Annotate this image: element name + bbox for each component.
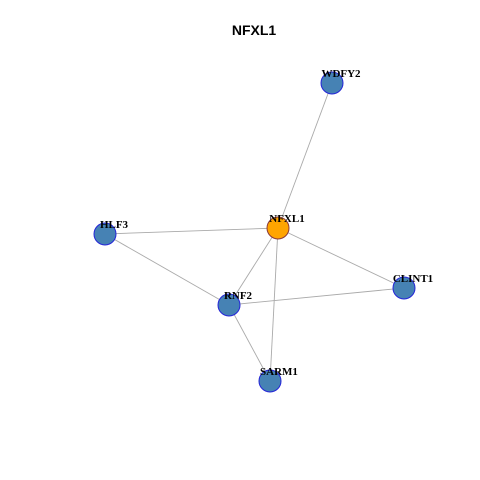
node-hlf3[interactable] [93,222,117,246]
node-label-wdfy2: WDFY2 [321,68,361,80]
node-rnf2[interactable] [217,293,241,317]
edge-rnf2-clint1 [228,287,405,306]
edge-nfxl1-sarm1 [269,227,279,382]
node-sarm1[interactable] [258,369,282,393]
node-clint1[interactable] [392,276,416,300]
diagram-title: NFXL1 [232,22,277,38]
node-label-sarm1: SARM1 [260,366,298,378]
node-label-rnf2: RNF2 [224,290,253,302]
nodes-layer [93,71,416,393]
edge-hlf3-rnf2 [104,233,230,306]
edge-nfxl1-clint1 [277,227,405,289]
node-nfxl1[interactable] [266,216,290,240]
edge-rnf2-sarm1 [228,304,271,382]
node-label-clint1: CLINT1 [393,273,433,285]
node-label-nfxl1: NFXL1 [269,213,304,225]
node-label-hlf3: HLF3 [100,219,129,231]
edges-layer [104,82,405,382]
edge-nfxl1-wdfy2 [277,82,333,229]
edge-nfxl1-hlf3 [104,227,279,235]
edge-nfxl1-rnf2 [228,227,279,306]
node-wdfy2[interactable] [320,71,344,95]
